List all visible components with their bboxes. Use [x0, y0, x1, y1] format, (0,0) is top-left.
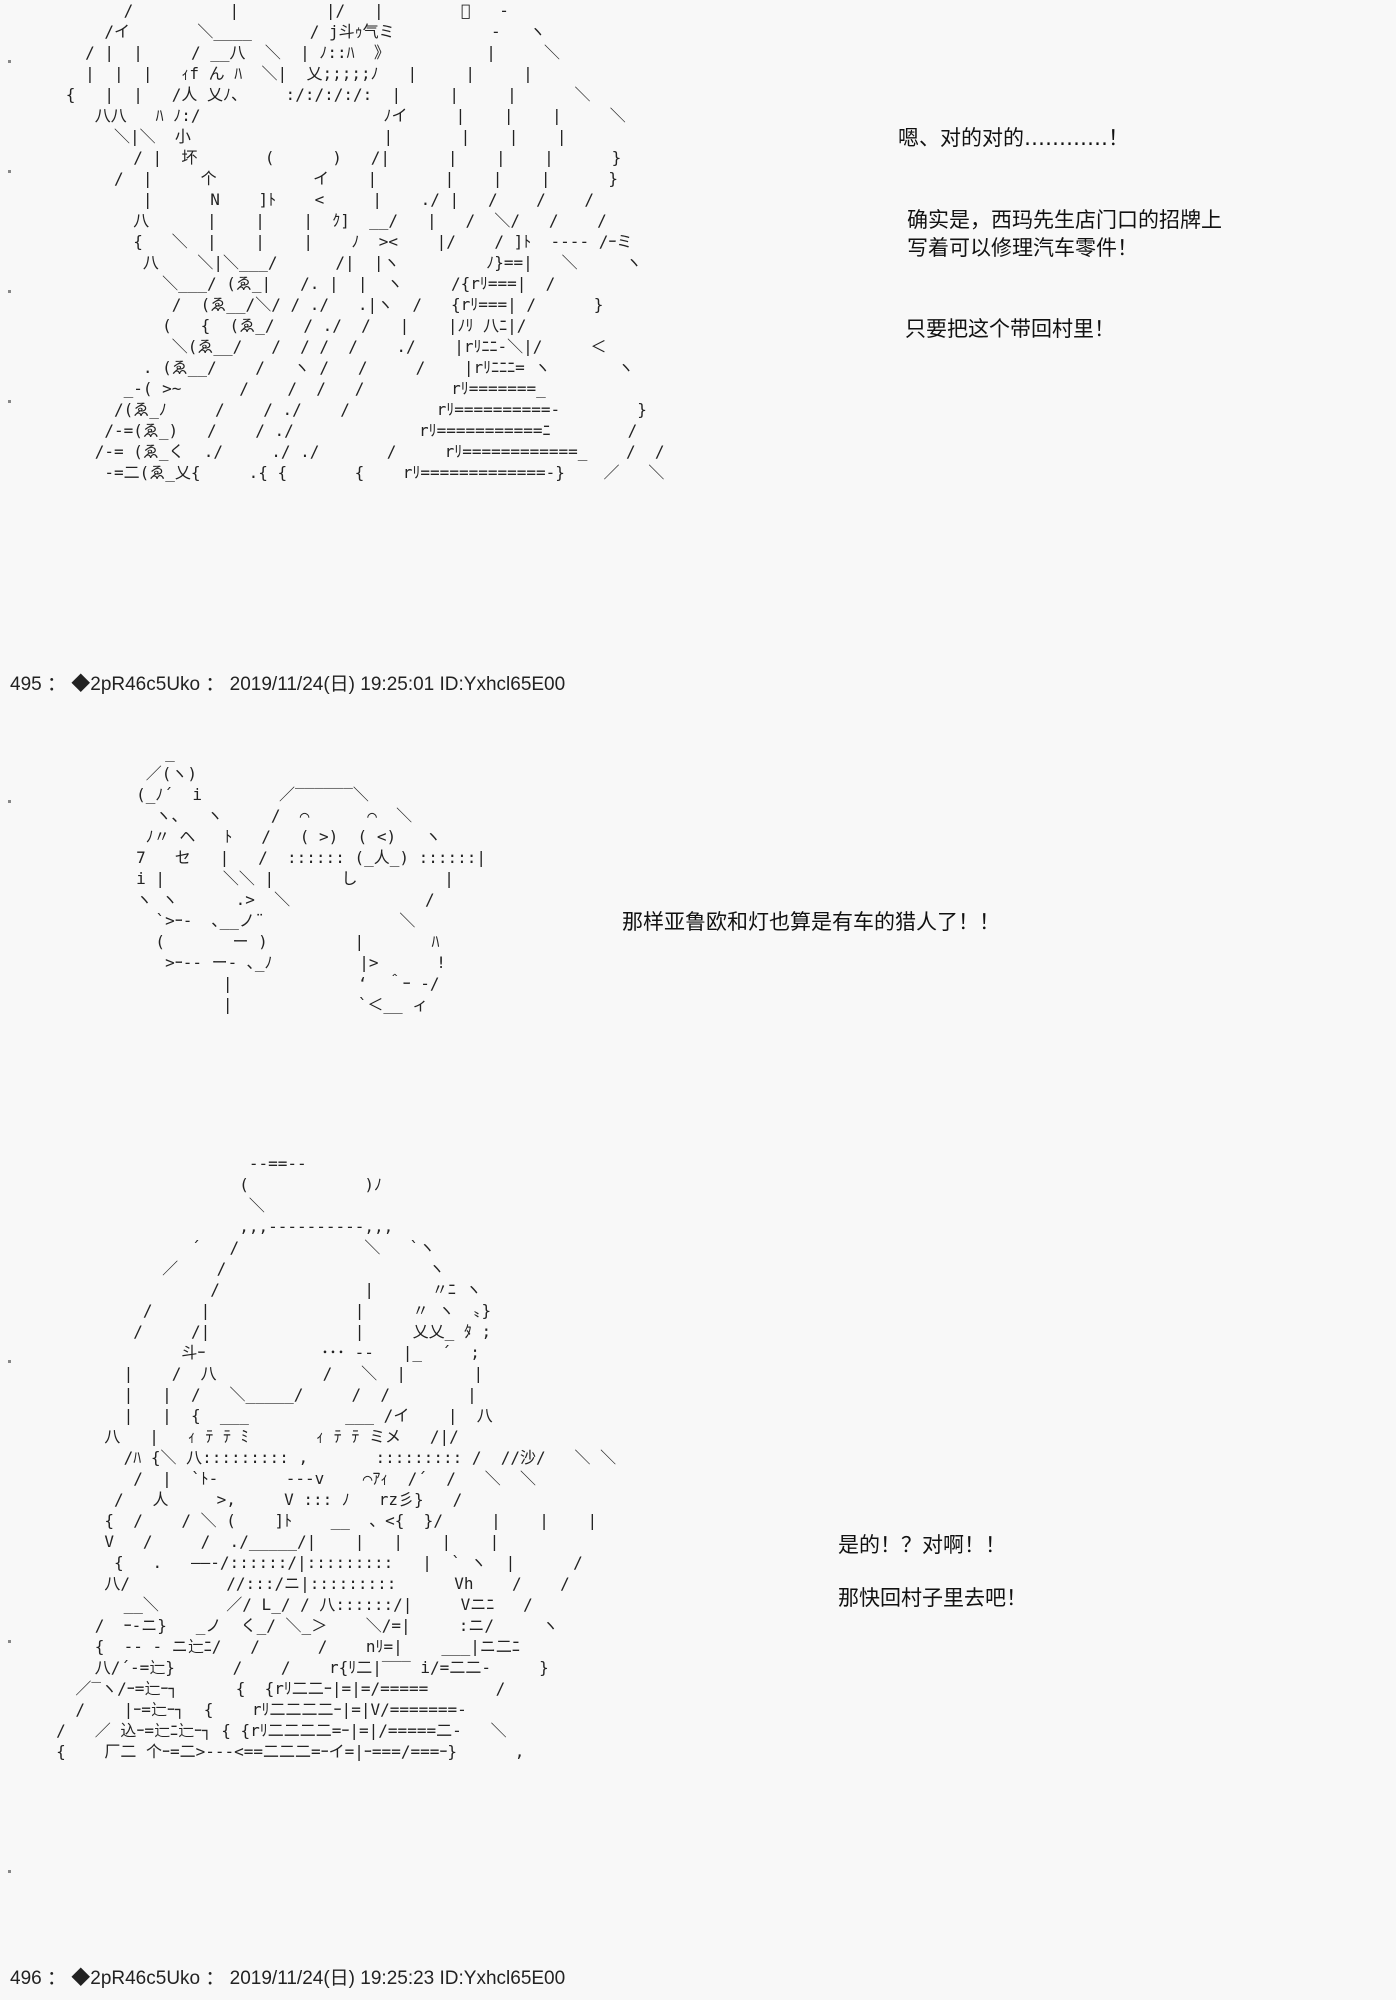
ascii-art-panel-2: _ ／(ヽ) (_ﾉ´ i ／‾‾‾‾‾‾＼ ヽ、 ヽ / ⌒ ⌒ ＼ ﾉ〃 ヘ…	[136, 743, 487, 1014]
dialogue-line: 嗯、对的对的…………！	[898, 126, 1129, 150]
margin-tick	[8, 170, 11, 173]
ascii-art-panel-1: / | |/ | ﾞ - /イ ＼____ / j斗ｩ气ミ - ヽ / | | …	[65, 1, 665, 482]
margin-tick	[8, 60, 11, 63]
dialogue-line: 是的！？对啊！！	[838, 1533, 1006, 1557]
margin-tick	[8, 1640, 11, 1643]
dialogue-line: 写着可以修理汽车零件！	[907, 236, 1138, 260]
margin-tick	[8, 1870, 11, 1873]
dialogue-line: 那样亚鲁欧和灯也算是有车的猎人了！！	[622, 910, 1000, 934]
dialogue-line: 那快回村子里去吧！	[838, 1586, 1027, 1610]
post-header: 495 ： ◆2pR46c5Uko ： 2019/11/24(日) 19:25:…	[10, 674, 566, 695]
margin-tick	[8, 290, 11, 293]
margin-tick	[8, 400, 11, 403]
margin-tick	[8, 1360, 11, 1363]
dialogue-line: 只要把这个带回村里！	[905, 317, 1115, 341]
dialogue-line: 确实是，西玛先生店门口的招牌上	[907, 208, 1222, 232]
post-header: 496 ： ◆2pR46c5Uko ： 2019/11/24(日) 19:25:…	[10, 1968, 566, 1989]
ascii-art-panel-3: --==-- ( )ﾉ ＼ ,,,--‐‐‐‐‐‐--,,, ´ / ＼ `ヽ …	[56, 1154, 617, 1761]
margin-tick	[8, 800, 11, 803]
